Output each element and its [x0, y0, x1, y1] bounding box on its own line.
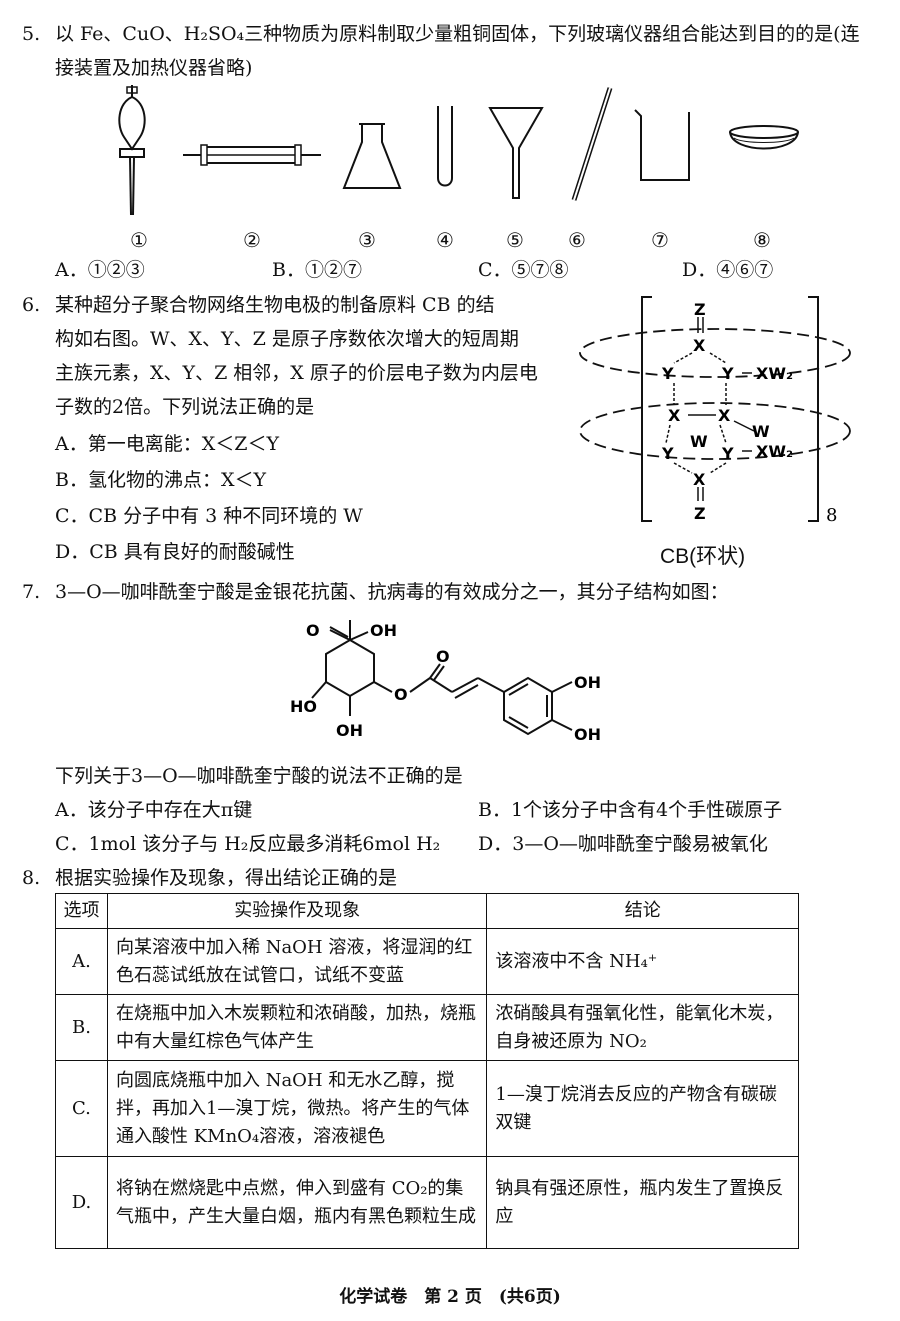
q5-number: 5. [22, 23, 41, 45]
apparatus-label-3: ③ [358, 228, 376, 252]
cb-atom-y-right: Y [721, 364, 734, 383]
row-option: D. [55, 1156, 108, 1249]
q6-stem-line4: 子数的2倍。下列说法正确的是 [55, 396, 315, 418]
beaker-icon [634, 109, 690, 181]
cb-atom-y-low-left: Y [661, 444, 674, 463]
q6-stem-line3: 主族元素，X、Y、Z 相邻，X 原子的价层电子数为内层电 [55, 362, 538, 384]
glass-rod-icon [571, 87, 613, 201]
cb-structure-figure: Z X Y Y XW₂ X X W W Y Y XW₂ X Z 8 [579, 296, 851, 526]
mol-oh-phenol-2: OH [574, 725, 601, 744]
q7-question: 下列关于3—O—咖啡酰奎宁酸的说法不正确的是 [55, 765, 463, 787]
row-option: A. [55, 928, 108, 995]
chlorogenic-acid-structure: O OH HO OH O O OH OH [290, 620, 601, 744]
q5-option-b: B．①②⑦ [272, 259, 362, 281]
table-row: A. 向某溶液中加入稀 NaOH 溶液，将湿润的红色石蕊试纸放在试管口，试纸不变… [55, 928, 799, 995]
table-row: D. 将钠在燃烧匙中点燃，伸入到盛有 CO₂的集气瓶中，产生大量白烟，瓶内有黑色… [55, 1156, 799, 1249]
apparatus-label-8: ⑧ [753, 228, 771, 252]
page-footer: 化学试卷 第 2 页 (共6页) [339, 1287, 561, 1307]
row-conclusion: 该溶液中不含 NH₄⁺ [486, 928, 799, 995]
evaporating-dish-icon [729, 125, 799, 150]
mol-oh-phenol-1: OH [574, 673, 601, 692]
cb-group-xw2-bottom: XW₂ [756, 442, 793, 461]
q7-option-a: A．该分子中存在大π键 [55, 799, 253, 821]
apparatus-label-4: ④ [436, 228, 454, 252]
mol-ketone-o: O [306, 621, 320, 640]
cb-atom-x-bottom: X [693, 470, 706, 489]
cb-atom-x-mid-left: X [668, 406, 681, 425]
q7-number: 7. [22, 581, 41, 603]
mol-ho-left: HO [290, 697, 317, 716]
condenser-icon [183, 144, 321, 166]
apparatus-label-1: ① [130, 228, 148, 252]
mol-oh-top: OH [370, 621, 397, 640]
header-option: 选项 [55, 893, 108, 929]
row-conclusion: 钠具有强还原性，瓶内发生了置换反应 [486, 1156, 799, 1249]
cb-atom-y-low-right: Y [721, 444, 734, 463]
row-conclusion: 1—溴丁烷消去反应的产物含有碳碳双键 [486, 1060, 799, 1157]
row-conclusion: 浓硝酸具有强氧化性，能氧化木炭，自身被还原为 NO₂ [486, 994, 799, 1061]
q5-option-a: A．①②③ [55, 259, 145, 281]
mol-carbonyl-o: O [436, 647, 450, 666]
q6-number: 6. [22, 294, 41, 316]
q8-table: 选项 实验操作及现象 结论 A. 向某溶液中加入稀 NaOH 溶液，将湿润的红色… [55, 893, 799, 1249]
cb-atom-z-top: Z [694, 300, 706, 319]
q5-option-d: D．④⑥⑦ [682, 259, 774, 281]
cb-repeat-count: 8 [826, 505, 837, 526]
q5-stem-line2: 接装置及加热仪器省略) [55, 57, 253, 79]
q7-option-d: D．3—O—咖啡酰奎宁酸易被氧化 [478, 833, 768, 855]
mol-ester-o: O [394, 685, 408, 704]
cb-atom-w-mid: W [690, 432, 708, 451]
cb-group-xw2-top: XW₂ [756, 364, 793, 383]
row-option: C. [55, 1060, 108, 1157]
table-header-row: 选项 实验操作及现象 结论 [55, 893, 799, 929]
table-row: B. 在烧瓶中加入木炭颗粒和浓硝酸，加热，烧瓶中有大量红棕色气体产生 浓硝酸具有… [55, 994, 799, 1061]
q6-option-d: D．CB 具有良好的耐酸碱性 [55, 541, 295, 563]
cb-atom-x-mid-right: X [718, 406, 731, 425]
header-operation: 实验操作及现象 [106, 893, 488, 929]
q8-number: 8. [22, 867, 41, 889]
apparatus-label-2: ② [243, 228, 261, 252]
cb-caption: CB(环状) [660, 545, 746, 568]
row-operation: 将钠在燃烧匙中点燃，伸入到盛有 CO₂的集气瓶中，产生大量白烟，瓶内有黑色颗粒生… [106, 1156, 488, 1249]
row-operation: 向圆底烧瓶中加入 NaOH 和无水乙醇，搅拌，再加入1—溴丁烷，微热。将产生的气… [106, 1060, 488, 1157]
q6-option-c: C．CB 分子中有 3 种不同环境的 W [55, 505, 363, 527]
q7-option-b: B．1个该分子中含有4个手性碳原子 [478, 799, 783, 821]
apparatus-label-5: ⑤ [506, 228, 524, 252]
row-operation: 向某溶液中加入稀 NaOH 溶液，将湿润的红色石蕊试纸放在试管口，试纸不变蓝 [106, 928, 488, 995]
conical-flask-icon [342, 123, 402, 189]
q8-stem: 根据实验操作及现象，得出结论正确的是 [55, 867, 398, 889]
q6-stem-line1: 某种超分子聚合物网络生物电极的制备原料 CB 的结 [55, 294, 495, 316]
apparatus-label-6: ⑥ [568, 228, 586, 252]
q7-option-c: C．1mol 该分子与 H₂反应最多消耗6mol H₂ [55, 833, 441, 855]
separatory-funnel-icon [118, 85, 146, 216]
q5-stem-line1: 以 Fe、CuO、H₂SO₄三种物质为原料制取少量粗铜固体，下列玻璃仪器组合能达… [55, 23, 860, 45]
mol-oh-bottom: OH [336, 721, 363, 740]
row-operation: 在烧瓶中加入木炭颗粒和浓硝酸，加热，烧瓶中有大量红棕色气体产生 [106, 994, 488, 1061]
test-tube-icon [437, 106, 453, 187]
cb-atom-w-right: W [752, 422, 770, 441]
cb-atom-x-top: X [693, 336, 706, 355]
row-option: B. [55, 994, 108, 1061]
q7-stem: 3—O—咖啡酰奎宁酸是金银花抗菌、抗病毒的有效成分之一，其分子结构如图： [55, 581, 729, 603]
cb-atom-y-left: Y [661, 364, 674, 383]
q6-option-a: A．第一电离能：X＜Z＜Y [55, 433, 279, 455]
table-row: C. 向圆底烧瓶中加入 NaOH 和无水乙醇，搅拌，再加入1—溴丁烷，微热。将产… [55, 1060, 799, 1157]
q5-option-c: C．⑤⑦⑧ [478, 259, 569, 281]
q6-option-b: B．氢化物的沸点：X＜Y [55, 469, 267, 491]
q6-stem-line2: 构如右图。W、X、Y、Z 是原子序数依次增大的短周期 [55, 328, 519, 350]
cb-atom-z-bottom: Z [694, 504, 706, 523]
header-conclusion: 结论 [486, 893, 799, 929]
funnel-icon [488, 107, 544, 199]
apparatus-label-7: ⑦ [651, 228, 669, 252]
